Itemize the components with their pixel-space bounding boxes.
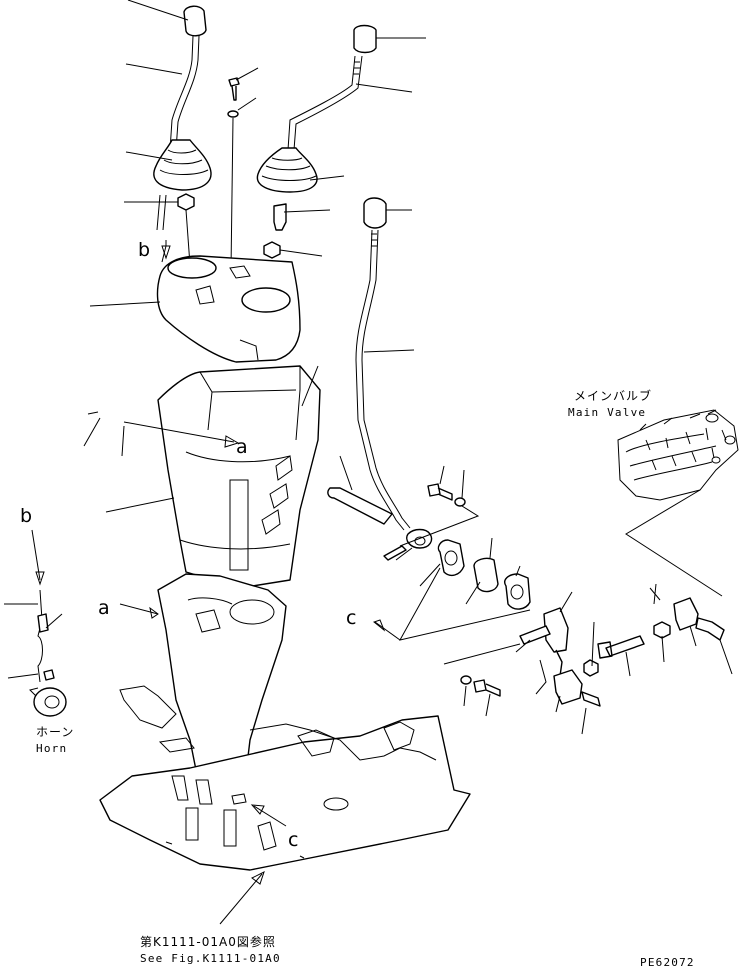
bushing — [473, 557, 499, 593]
see-fig-label-jp: 第K1111-01A0図参照 — [140, 934, 276, 949]
console-base — [99, 573, 471, 871]
clevis — [553, 669, 583, 705]
pin — [383, 545, 407, 561]
callout-c-bottom: c — [288, 829, 298, 851]
left-lever-knob — [183, 5, 207, 37]
callout-b-top: b — [138, 239, 150, 261]
main-valve-body — [617, 409, 739, 501]
adjust-bolt — [597, 635, 645, 659]
horn-label-en: Horn — [36, 742, 67, 755]
console-cover-hole-left — [167, 257, 217, 279]
console-cover-hole-right — [241, 287, 291, 313]
nut-small — [583, 659, 599, 677]
callout-a-mid: a — [236, 436, 248, 458]
main-valve-label-jp: メインバルブ — [574, 388, 652, 403]
upper-console-cover — [156, 255, 301, 363]
middle-lever-rod — [287, 55, 363, 151]
flange-bearing-1 — [437, 539, 465, 577]
left-lever-rod — [169, 35, 200, 151]
right-lever-rod — [355, 229, 411, 531]
left-lever-assembly — [153, 5, 212, 266]
console-housing-shell — [157, 365, 321, 589]
callout-c-right: c — [346, 607, 356, 629]
clevis-bolt — [581, 691, 601, 707]
middle-lever-assembly — [227, 24, 377, 271]
right-lever-shaft — [327, 487, 393, 525]
rod-end — [673, 597, 699, 631]
bolt-upper — [427, 483, 453, 501]
link-block — [543, 607, 569, 653]
link-pin — [519, 625, 551, 645]
right-lever-knob — [363, 197, 387, 229]
callout-a-left: a — [98, 597, 110, 619]
horn-wire — [37, 589, 43, 683]
see-fig-label-en: See Fig.K1111-01A0 — [140, 952, 281, 965]
flange-bearing-2 — [504, 573, 531, 610]
middle-lever-adapter — [273, 203, 287, 231]
left-lever-nut — [177, 193, 195, 211]
adjust-nut — [653, 621, 671, 639]
washer-upper — [454, 497, 466, 507]
horn-label-jp: ホーン — [36, 725, 74, 739]
main-valve-label-en: Main Valve — [568, 406, 646, 419]
linkage-assembly — [443, 587, 725, 707]
floor-plate — [99, 715, 471, 871]
link-bolt — [473, 679, 501, 697]
middle-lever-nut — [263, 241, 281, 259]
console-cover-body — [156, 255, 301, 363]
middle-lever-knob — [353, 24, 377, 54]
horn-assembly — [29, 589, 67, 717]
callout-b-left: b — [20, 505, 32, 527]
horn-body — [33, 687, 67, 717]
small-screw — [228, 77, 240, 101]
horn-connector — [37, 613, 49, 633]
small-washer — [227, 110, 239, 118]
leader-lines — [4, 0, 733, 925]
horn-clamp — [43, 669, 55, 681]
right-lever-assembly — [327, 197, 531, 641]
rod-end-bolt — [695, 617, 725, 641]
left-lever-boot — [153, 139, 212, 191]
drawing-number: PE62072 — [640, 956, 695, 969]
console-housing — [157, 365, 321, 589]
main-valve — [617, 409, 739, 597]
link-washer — [460, 675, 472, 685]
console-base-upper — [157, 573, 287, 791]
